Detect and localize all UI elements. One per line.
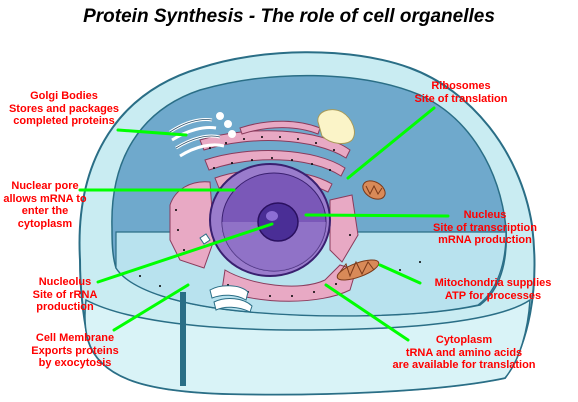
label-nuclear-pore: Nuclear pore allows mRNA to enter the cy… xyxy=(0,180,90,230)
label-golgi: Golgi Bodies Stores and packages complet… xyxy=(8,90,120,128)
label-golgi-line-2: Stores and packages xyxy=(8,102,120,115)
label-cytoplasm-line-3: are available for translation xyxy=(392,359,536,371)
label-nuclear-pore-line-4: cytoplasm xyxy=(17,217,73,230)
label-ribosomes-line-2: Site of translation xyxy=(414,92,508,105)
label-nucleus-line-1: Nucleus xyxy=(463,209,507,221)
label-nuclear-pore-line-3: enter the xyxy=(21,205,69,217)
label-golgi-line-1: Golgi Bodies xyxy=(30,90,98,102)
label-nucleus-line-2: Site of transcription xyxy=(433,221,537,234)
label-cell-membrane-line-3: by exocytosis xyxy=(38,357,112,369)
label-nucleolus-line-2: Site of rRNA xyxy=(32,288,98,301)
label-nucleolus: Nucleolus Site of rRNA production xyxy=(20,276,110,314)
label-ribosomes-line-1: Ribosomes xyxy=(431,80,491,92)
label-nuclear-pore-line-1: Nuclear pore xyxy=(11,180,79,192)
label-cell-membrane: Cell Membrane Exports proteins by exocyt… xyxy=(20,332,130,370)
mitochondria-shape xyxy=(336,180,386,281)
label-nucleolus-line-1: Nucleolus xyxy=(38,276,92,288)
label-mitochondria-line-2: ATP for processes xyxy=(444,289,542,302)
label-nuclear-pore-line-2: allows mRNA to xyxy=(3,192,87,205)
leader-lines xyxy=(78,106,450,342)
label-nucleus: Nucleus Site of transcription mRNA produ… xyxy=(420,209,550,247)
label-mitochondria: Mitochondria supplies ATP for processes xyxy=(418,277,568,302)
label-nucleolus-line-3: production xyxy=(36,301,94,313)
label-cytoplasm: Cytoplasm tRNA and amino acids are avail… xyxy=(364,334,564,372)
nucleus-shape xyxy=(209,163,331,277)
vacuole-shape xyxy=(317,109,355,144)
nucleolus-shape xyxy=(257,202,299,242)
label-mitochondria-line-1: Mitochondria supplies xyxy=(434,277,552,289)
diagram-title: Protein Synthesis - The role of cell org… xyxy=(83,6,495,27)
label-golgi-line-3: completed proteins xyxy=(13,115,115,127)
vesicles xyxy=(199,233,253,313)
label-cytoplasm-line-2: tRNA and amino acids xyxy=(405,346,523,359)
label-cell-membrane-line-2: Exports proteins xyxy=(31,344,119,357)
label-nucleus-line-3: mRNA production xyxy=(438,234,532,246)
label-cell-membrane-line-1: Cell Membrane xyxy=(35,332,115,344)
label-cytoplasm-line-1: Cytoplasm xyxy=(435,334,493,346)
label-ribosomes: Ribosomes Site of translation xyxy=(396,80,526,105)
ribosome-dots xyxy=(139,136,421,297)
